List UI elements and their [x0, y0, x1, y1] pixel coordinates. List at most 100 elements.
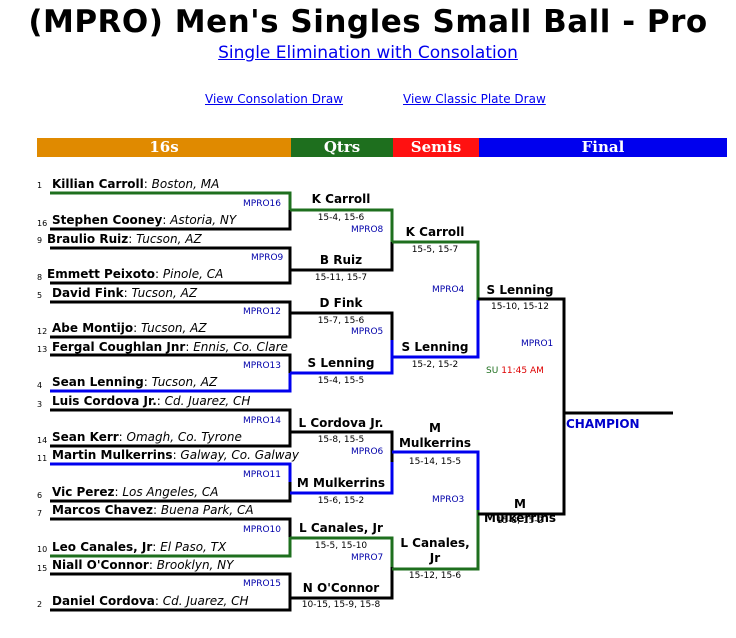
player-sep: : [123, 286, 132, 300]
winner-name[interactable]: N O'Connor [302, 581, 380, 595]
player-sep: : [118, 430, 127, 444]
winner-name[interactable]: S Lenning [486, 283, 554, 297]
player-entry[interactable]: Emmett Peixoto: Pinole, CA [47, 267, 223, 281]
winner-name[interactable]: M Mulkerrins [483, 497, 557, 525]
draw-format-link[interactable]: Single Elimination with Consolation [218, 43, 518, 63]
player-entry[interactable]: David Fink: Tucson, AZ [52, 286, 197, 300]
player-name[interactable]: Emmett Peixoto [47, 267, 156, 281]
seed-number: 7 [37, 509, 43, 518]
match-score: 15-7, 15-6 [317, 316, 365, 326]
player-name[interactable]: Leo Canales, Jr [52, 540, 153, 554]
player-location: Tucson, AZ [131, 286, 198, 300]
player-entry[interactable]: Sean Lenning: Tucson, AZ [52, 375, 217, 389]
winner-name[interactable]: S Lenning [401, 340, 469, 354]
winner-name[interactable]: D Fink [319, 296, 363, 310]
player-entry[interactable]: Martin Mulkerrins: Galway, Co. Galway [52, 448, 299, 462]
player-name[interactable]: Stephen Cooney [52, 213, 163, 227]
player-sep: : [128, 232, 137, 246]
winner-name[interactable]: K Carroll [405, 225, 465, 239]
player-location: Ennis, Co. Clare [193, 340, 288, 354]
winner-name[interactable]: K Carroll [311, 192, 371, 206]
view-classic-plate-draw-link[interactable]: View Classic Plate Draw [403, 92, 546, 106]
player-entry[interactable]: Daniel Cordova: Cd. Juarez, CH [52, 594, 249, 608]
match-score: 15-5, 15-10 [314, 541, 368, 551]
player-name[interactable]: Vic Perez [52, 485, 115, 499]
seed-number: 8 [37, 273, 43, 282]
player-entry[interactable]: Leo Canales, Jr: El Paso, TX [52, 540, 226, 554]
winner-name[interactable]: L Cordova Jr. [298, 416, 384, 430]
seed-number: 16 [37, 219, 48, 228]
player-entry[interactable]: Sean Kerr: Omagh, Co. Tyrone [52, 430, 242, 444]
winner-name[interactable]: L Canales, Jr [299, 521, 383, 535]
player-name[interactable]: Killian Carroll [52, 177, 144, 191]
player-sep: : [133, 321, 141, 335]
player-name[interactable]: Braulio Ruiz [47, 232, 129, 246]
match-id-link[interactable]: MPRO7 [351, 553, 384, 563]
player-entry[interactable]: Braulio Ruiz: Tucson, AZ [47, 232, 202, 246]
player-entry[interactable]: Fergal Coughlan Jnr: Ennis, Co. Clare [52, 340, 288, 354]
player-location: El Paso, TX [160, 540, 227, 554]
player-name[interactable]: Sean Lenning [52, 375, 144, 389]
player-sep: : [172, 448, 181, 462]
round-header-semis: Semis [393, 138, 479, 157]
player-name[interactable]: Abe Montijo [52, 321, 134, 335]
view-consolation-draw-link[interactable]: View Consolation Draw [205, 92, 344, 106]
match-id-link[interactable]: MPRO11 [243, 470, 281, 480]
player-location: Omagh, Co. Tyrone [126, 430, 242, 444]
match-id-link[interactable]: MPRO16 [243, 199, 281, 209]
match-id-link[interactable]: MPRO5 [351, 327, 384, 337]
winner-name[interactable]: M Mulkerrins [296, 476, 386, 490]
match-id-link[interactable]: MPRO15 [243, 579, 281, 589]
player-location: Tucson, AZ [141, 321, 207, 335]
seed-number: 1 [37, 181, 43, 190]
player-location: Cd. Juarez, CH [164, 394, 251, 408]
player-name[interactable]: Marcos Chavez [52, 503, 154, 517]
player-name[interactable]: Daniel Cordova [52, 594, 155, 608]
winner-name[interactable]: L Canales, Jr [400, 536, 470, 565]
match-day: SU [486, 366, 499, 376]
seed-number: 13 [37, 345, 48, 354]
player-name[interactable]: Niall O'Connor [52, 558, 149, 572]
player-entry[interactable]: Abe Montijo: Tucson, AZ [52, 321, 207, 335]
round-header-final: Final [479, 138, 727, 157]
match-id-link[interactable]: MPRO9 [251, 253, 284, 263]
seed-number: 10 [37, 545, 48, 554]
match-id-link[interactable]: MPRO1 [521, 339, 554, 349]
match-id-link[interactable]: MPRO14 [243, 416, 281, 426]
seed-number: 2 [37, 600, 43, 609]
player-name[interactable]: Sean Kerr [52, 430, 119, 444]
player-entry[interactable]: Marcos Chavez: Buena Park, CA [52, 503, 254, 517]
player-sep: : [162, 213, 171, 227]
player-location: Los Angeles, CA [122, 485, 219, 499]
player-name[interactable]: Fergal Coughlan Jnr [52, 340, 186, 354]
match-id-link[interactable]: MPRO3 [432, 495, 465, 505]
player-entry[interactable]: Vic Perez: Los Angeles, CA [52, 485, 218, 499]
champion-label: CHAMPION [566, 417, 640, 431]
match-score: 15-5, 15-7 [411, 245, 459, 255]
match-id-link[interactable]: MPRO10 [243, 525, 281, 535]
match-id-link[interactable]: MPRO12 [243, 307, 281, 317]
match-id-link[interactable]: MPRO6 [351, 447, 384, 457]
player-name[interactable]: Luis Cordova Jr. [52, 394, 157, 408]
match-id-link[interactable]: MPRO4 [432, 285, 465, 295]
player-sep: : [156, 394, 165, 408]
player-entry[interactable]: Luis Cordova Jr.: Cd. Juarez, CH [52, 394, 250, 408]
player-entry[interactable]: Niall O'Connor: Brooklyn, NY [52, 558, 233, 572]
player-name[interactable]: David Fink [52, 286, 124, 300]
winner-name[interactable]: S Lenning [307, 356, 375, 370]
match-id-link[interactable]: MPRO8 [351, 225, 384, 235]
round-header-qtrs: Qtrs [291, 138, 393, 157]
player-location: Boston, MA [151, 177, 220, 191]
player-entry[interactable]: Stephen Cooney: Astoria, NY [52, 213, 236, 227]
match-schedule: SU 11:45 AM [486, 366, 544, 376]
player-name[interactable]: Martin Mulkerrins [52, 448, 173, 462]
player-location: Astoria, NY [170, 213, 237, 227]
player-location: Brooklyn, NY [156, 558, 234, 572]
winner-name[interactable]: M Mulkerrins [398, 421, 472, 450]
winner-name[interactable]: B Ruiz [319, 253, 363, 267]
match-score: 15-10, 15-12 [490, 302, 550, 312]
player-location: Galway, Co. Galway [180, 448, 299, 462]
match-id-link[interactable]: MPRO13 [243, 361, 281, 371]
player-entry[interactable]: Killian Carroll: Boston, MA [52, 177, 219, 191]
